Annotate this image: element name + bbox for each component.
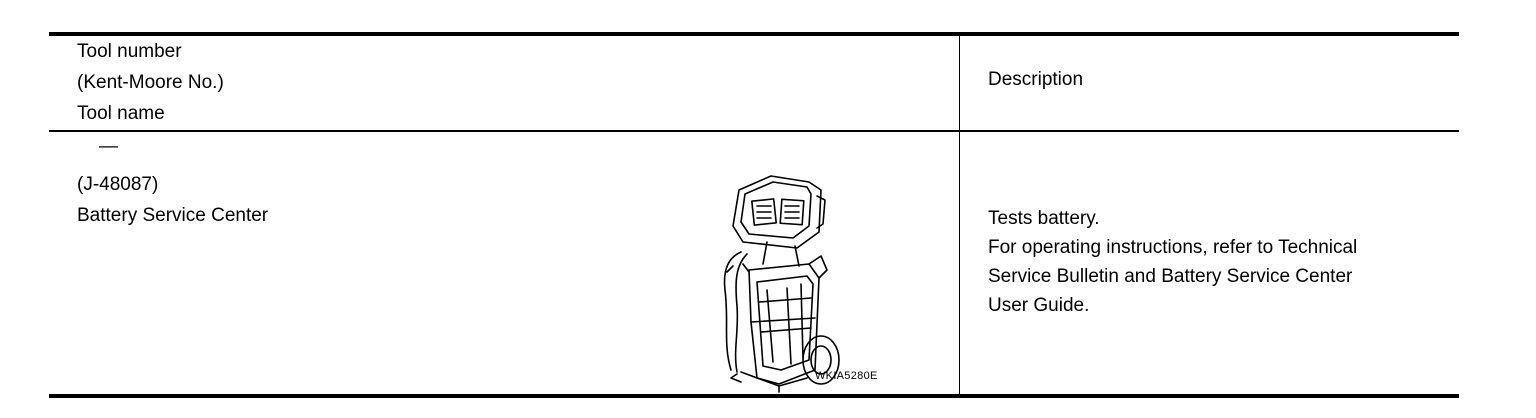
description-line: Tests battery. xyxy=(988,208,1100,229)
tool-description-cell: Tests battery. For operating instruction… xyxy=(988,204,1357,320)
description-line: Service Bulletin and Battery Service Cen… xyxy=(988,266,1353,287)
header-tool-number-label: Tool number xyxy=(77,41,182,62)
description-line: For operating instructions, refer to Tec… xyxy=(988,237,1358,258)
header-tool-name-label: Tool name xyxy=(77,103,165,124)
header-description-label: Description xyxy=(988,69,1084,90)
table-bottom-rule xyxy=(49,394,1459,398)
table-top-rule xyxy=(49,32,1459,36)
tool-number-value: — xyxy=(99,136,118,157)
description-line: User Guide. xyxy=(988,295,1090,316)
special-service-tool-table: Tool number (Kent-Moore No.) Tool name D… xyxy=(49,32,1459,398)
battery-service-center-cart-icon xyxy=(723,175,840,393)
kent-moore-number-value: (J-48087) xyxy=(77,174,159,195)
header-separator-rule xyxy=(49,130,1459,132)
header-tool-column: Tool number (Kent-Moore No.) Tool name xyxy=(77,36,224,129)
column-divider xyxy=(959,36,960,394)
figure-code-label: WKIA5280E xyxy=(815,370,878,382)
header-kent-moore-label: (Kent-Moore No.) xyxy=(77,72,224,93)
tool-name-value: Battery Service Center xyxy=(77,205,269,226)
tool-identification-cell: — (J-48087) Battery Service Center xyxy=(77,136,269,231)
